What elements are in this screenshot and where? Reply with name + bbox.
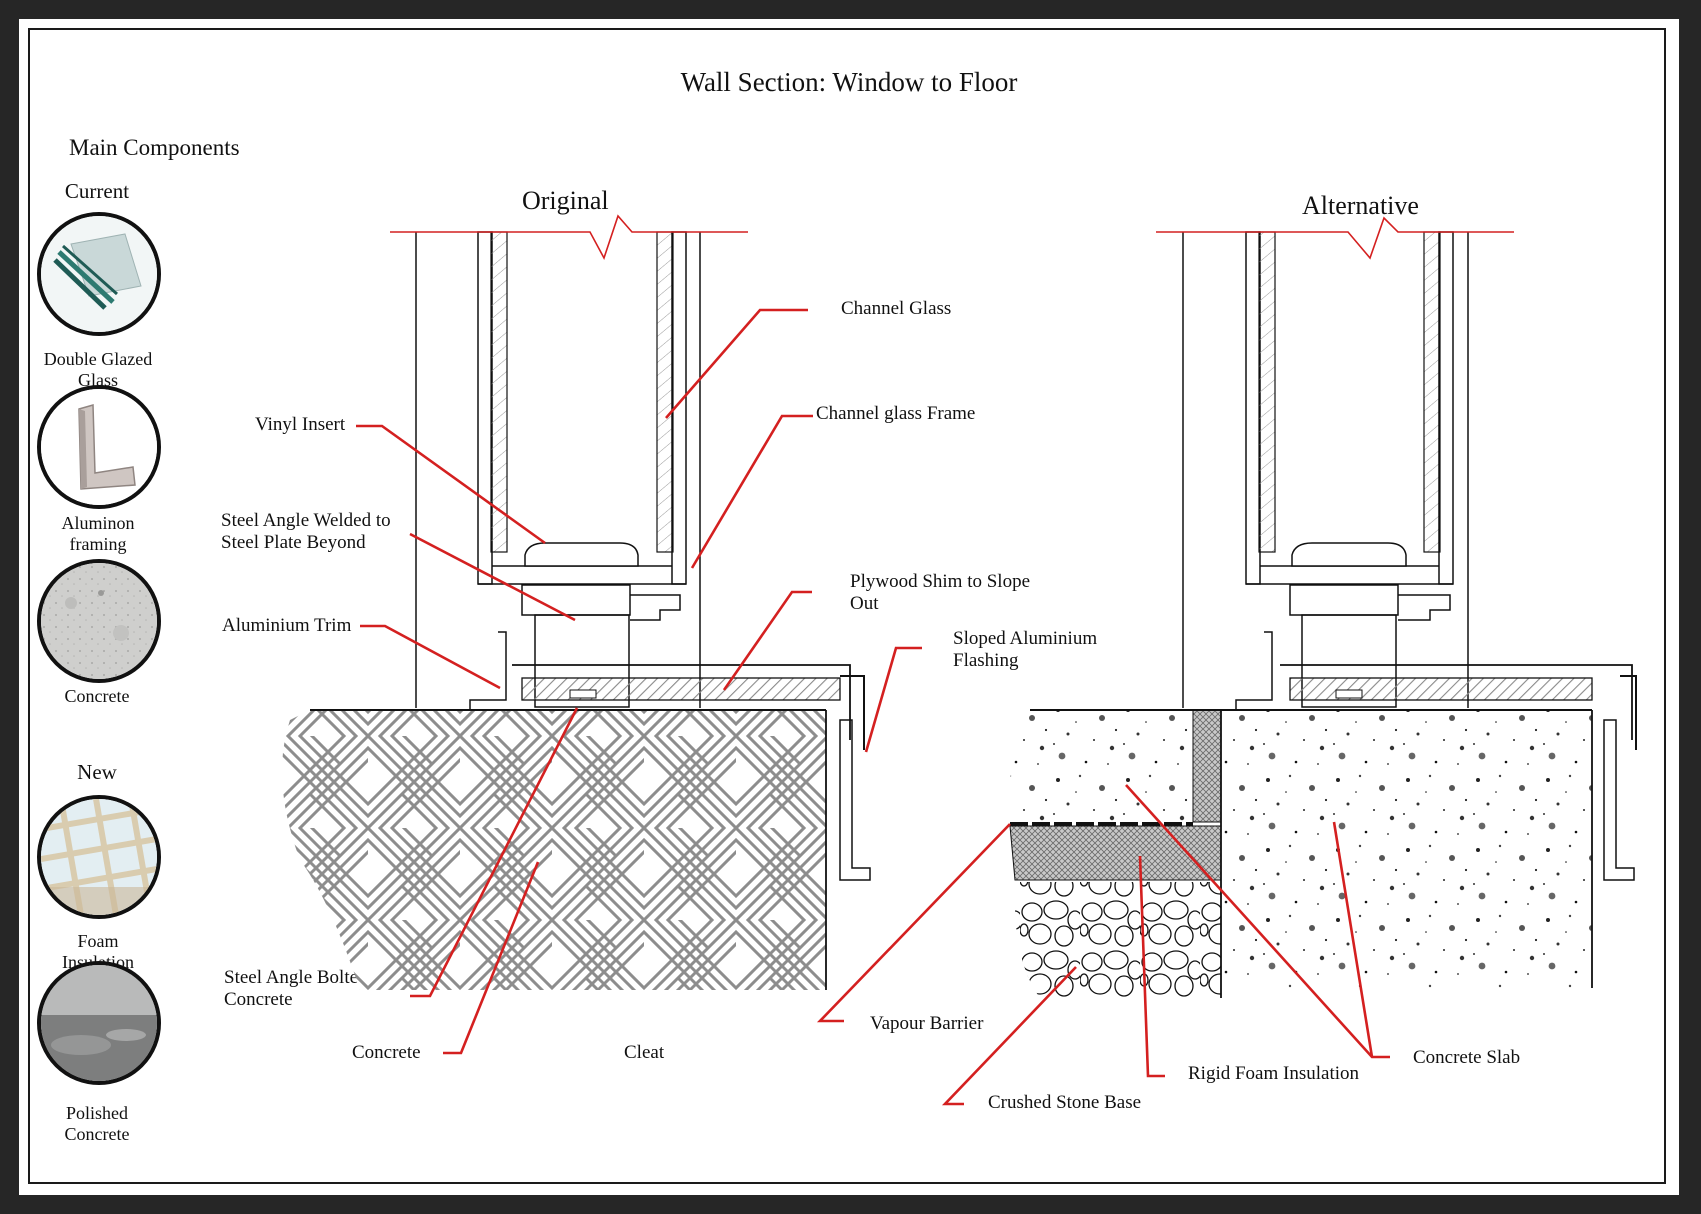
page-title: Wall Section: Window to Floor bbox=[680, 67, 1018, 97]
legend-item-label: Concrete bbox=[64, 686, 130, 706]
legend-item-label: Polished Concrete bbox=[64, 1103, 130, 1144]
section-title-alternative: Alternative bbox=[1302, 191, 1419, 220]
callout-concrete: Concrete bbox=[352, 1042, 421, 1063]
legend-item-label: Aluminon framing bbox=[61, 513, 135, 554]
original-section bbox=[282, 214, 871, 990]
legend-heading: Main Components bbox=[69, 135, 240, 160]
callout-vinyl-insert: Vinyl Insert bbox=[255, 414, 346, 435]
legend-new-label: New bbox=[77, 760, 117, 784]
callout-leaders bbox=[356, 308, 1390, 1106]
callout-channel-glass-frame: Channel glass Frame bbox=[816, 403, 976, 424]
callout-steel-angle-bolted: Steel Angle Bolted to Concrete bbox=[224, 967, 388, 1010]
legend-item-label: Double Glazed Glass bbox=[43, 349, 153, 390]
sheet-border bbox=[28, 28, 1666, 1184]
callout-cleat: Cleat bbox=[624, 1042, 665, 1063]
alternative-section bbox=[1009, 216, 1637, 998]
drawing-sheet: Wall Section: Window to Floor Main Compo… bbox=[19, 19, 1679, 1195]
polished-concrete-swatch bbox=[37, 961, 161, 1085]
callout-vapour-barrier: Vapour Barrier bbox=[870, 1013, 984, 1034]
callout-channel-glass: Channel Glass bbox=[841, 298, 952, 319]
callout-steel-angle-welded: Steel Angle Welded to Steel Plate Beyond bbox=[221, 510, 391, 553]
callout-concrete-slab: Concrete Slab bbox=[1413, 1047, 1521, 1068]
double-glazed-glass-swatch bbox=[37, 212, 161, 336]
callout-crushed-stone: Crushed Stone Base bbox=[988, 1092, 1142, 1113]
legend-current-label: Current bbox=[64, 179, 130, 203]
foam-insulation-swatch bbox=[37, 795, 161, 919]
callout-rigid-foam: Rigid Foam Insulation bbox=[1188, 1063, 1359, 1084]
callout-plywood-shim: Plywood Shim to Slope Out bbox=[850, 571, 1030, 614]
aluminum-framing-swatch bbox=[37, 385, 161, 509]
callout-sloped-flashing: Sloped Aluminium Flashing bbox=[953, 628, 1098, 671]
concrete-swatch bbox=[37, 559, 161, 683]
section-title-original: Original bbox=[522, 186, 609, 215]
callout-aluminium-trim: Aluminium Trim bbox=[222, 615, 352, 636]
